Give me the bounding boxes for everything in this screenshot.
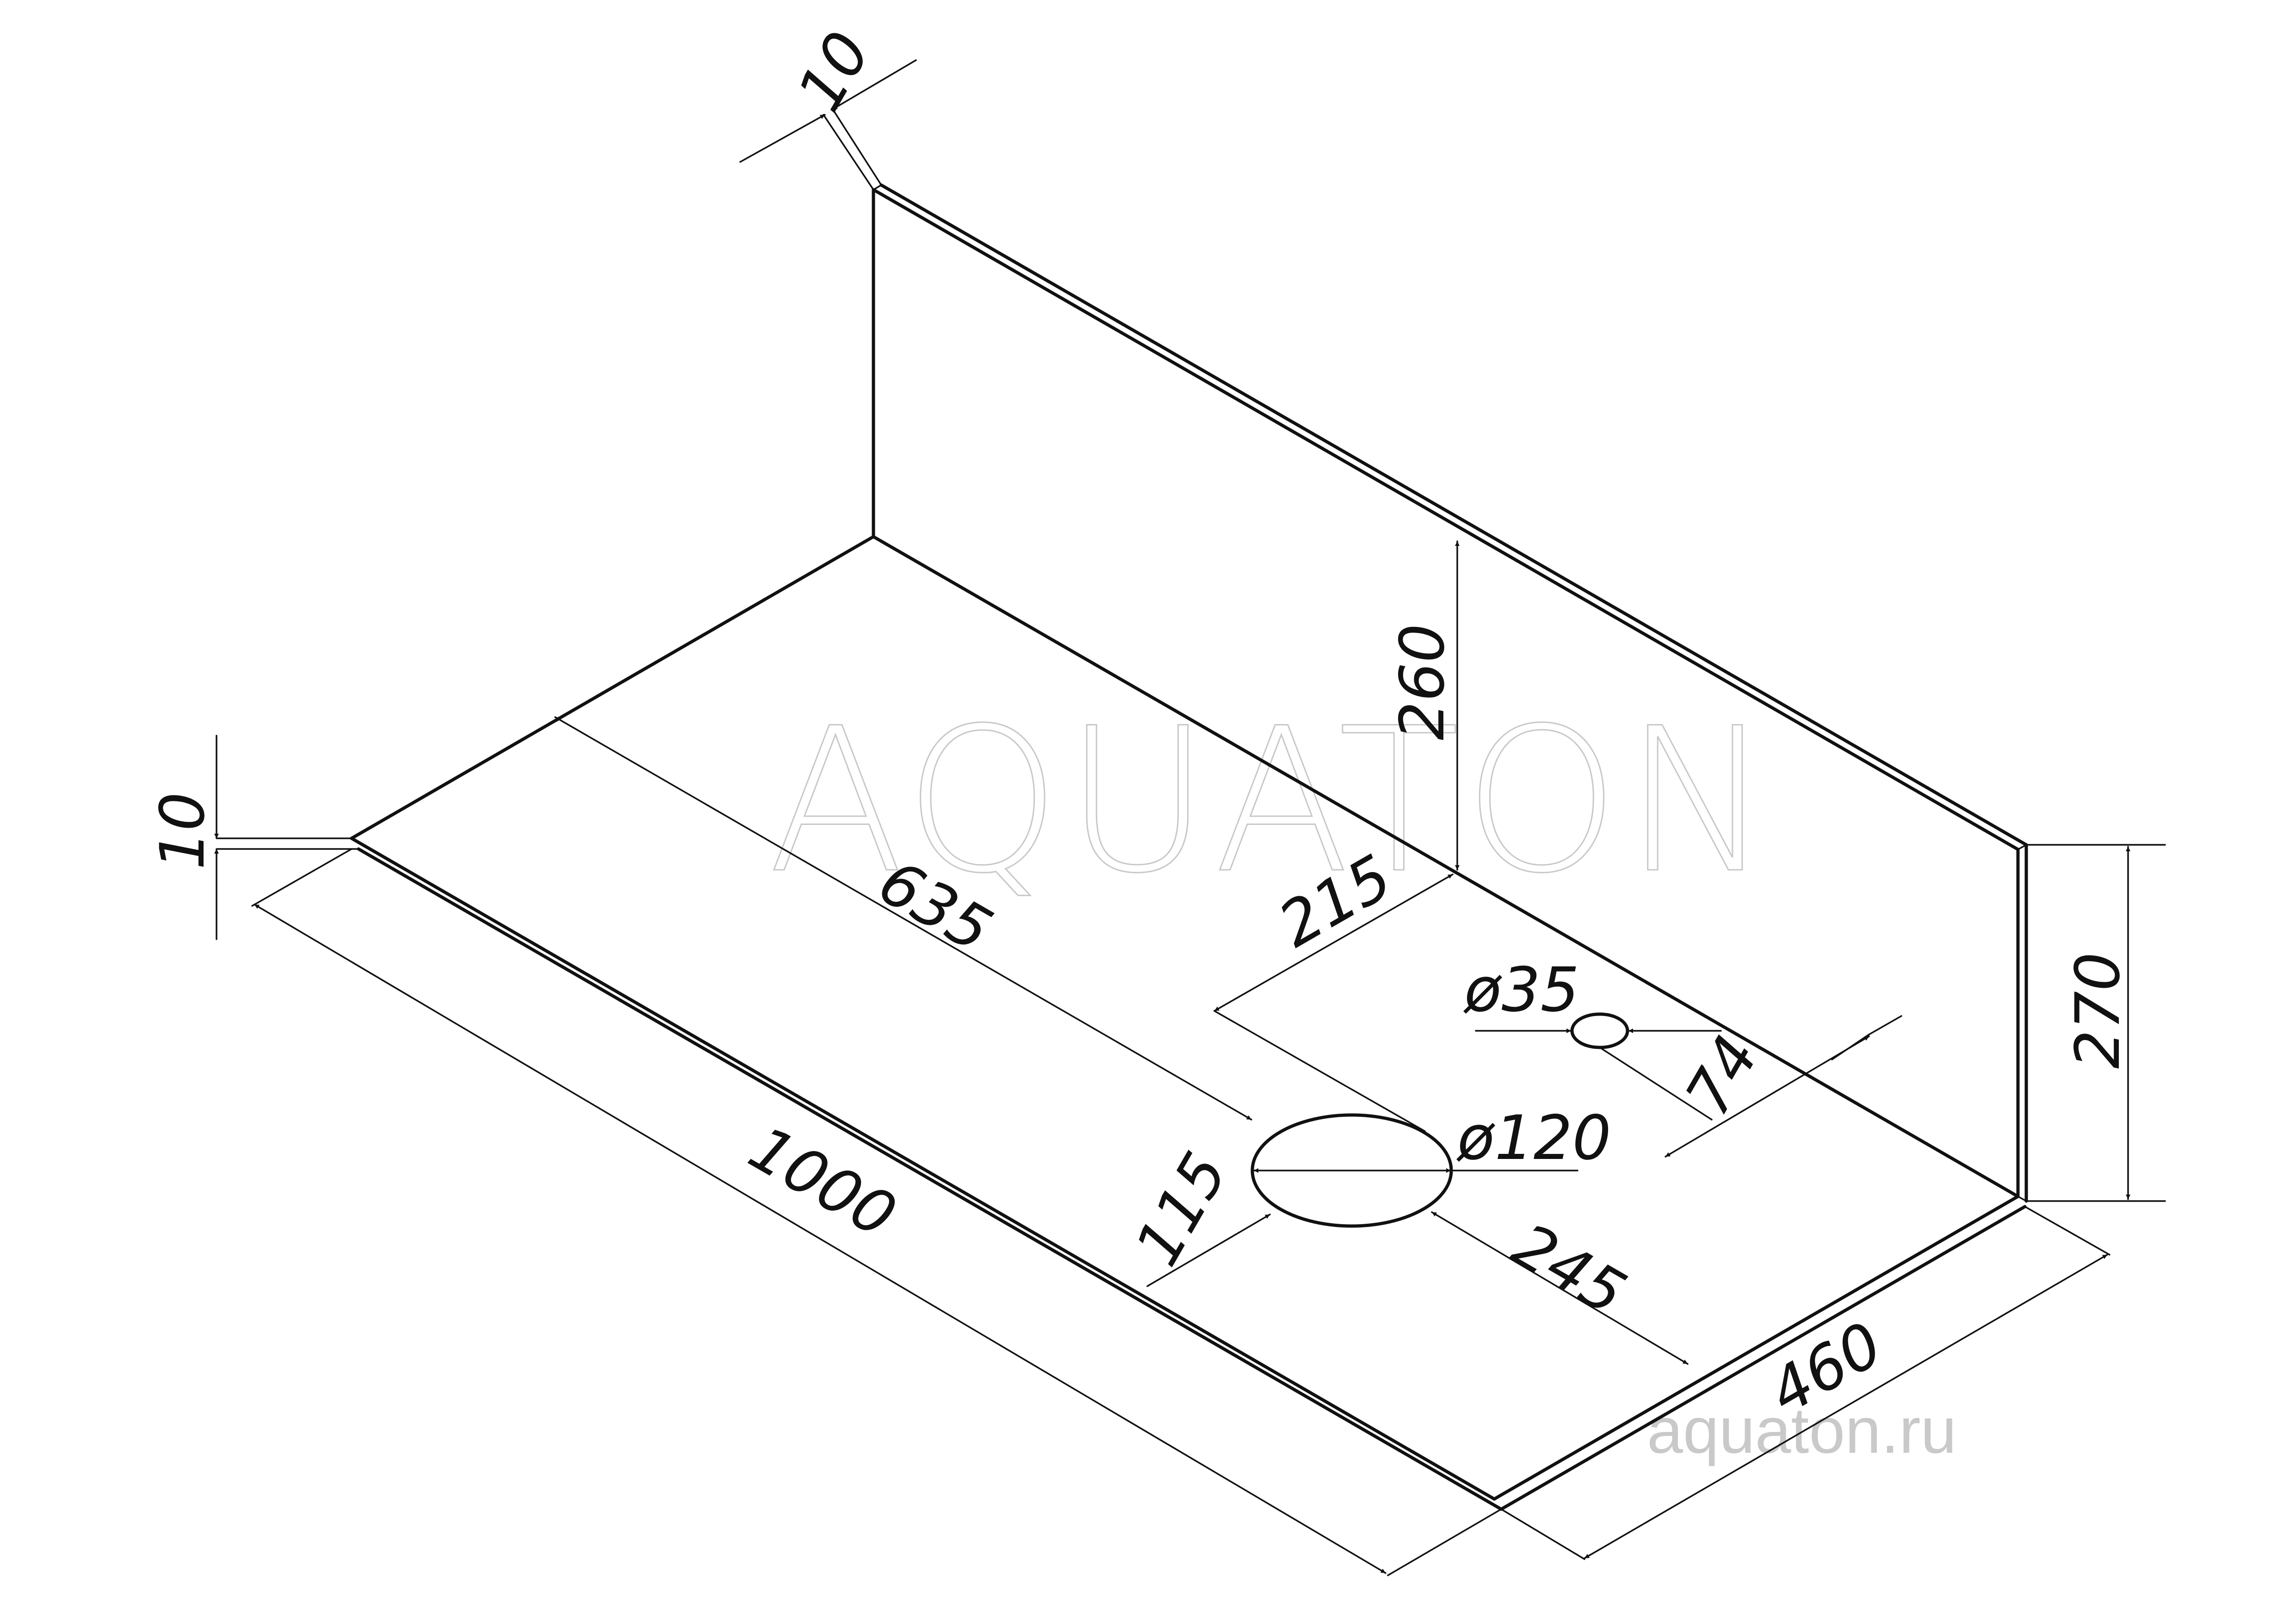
dim-label-115: 115 bbox=[1121, 1141, 1241, 1277]
dim-label-10-left: 10 bbox=[147, 792, 218, 870]
dim-label-35: ø35 bbox=[1463, 954, 1579, 1026]
drain-hole-small bbox=[1570, 1012, 1629, 1049]
dim-label-260: 260 bbox=[1387, 624, 1458, 740]
dimension-lines bbox=[214, 59, 2166, 1576]
dim-label-120: ø120 bbox=[1456, 1103, 1611, 1174]
dim-label-74: 74 bbox=[1672, 1024, 1772, 1127]
dim-label-10-top: 10 bbox=[784, 20, 884, 123]
dim-label-1000: 1000 bbox=[737, 1112, 908, 1251]
dim-label-245: 245 bbox=[1501, 1209, 1637, 1329]
dim-label-270: 270 bbox=[2062, 952, 2134, 1069]
